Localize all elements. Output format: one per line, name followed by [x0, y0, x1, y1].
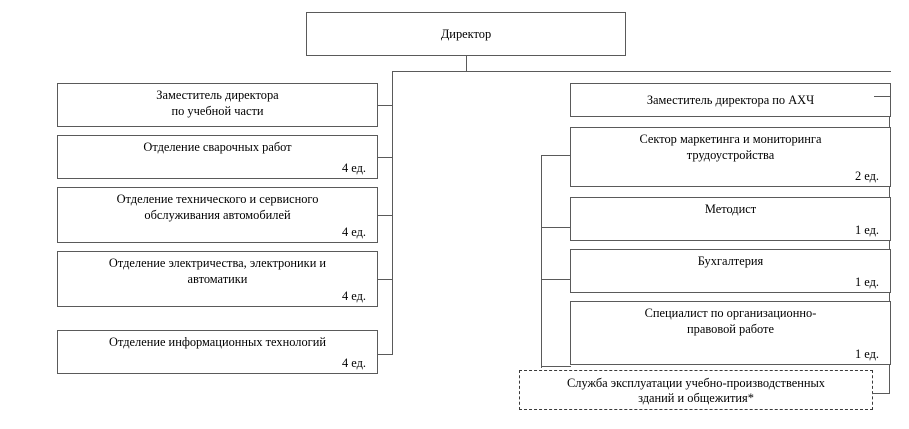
node-welding-department-label: Отделение сварочных работ — [143, 140, 292, 154]
node-deputy-ahch[interactable]: Заместитель директора по АХЧ — [570, 83, 891, 117]
node-legal-specialist-units: 1 ед. — [854, 346, 879, 361]
connector-left-bus — [392, 71, 394, 355]
node-accounting-label: Бухгалтерия — [697, 254, 764, 268]
node-deputy-ahch-label: Заместитель директора по АХЧ — [646, 93, 815, 108]
node-it-department[interactable]: Отделение информационных технологий 4 ед… — [57, 330, 378, 374]
node-marketing-sector-units: 2 ед. — [854, 168, 879, 183]
node-director-label: Директор — [440, 27, 492, 42]
node-methodologist[interactable]: Методист 1 ед. — [570, 197, 891, 241]
node-welding-department-units: 4 ед. — [341, 160, 366, 175]
node-facilities-service[interactable]: Служба эксплуатации учебно-производствен… — [519, 370, 873, 410]
connector-right-stub-1 — [541, 227, 571, 229]
connector-top-spreader — [392, 71, 891, 73]
node-it-department-label: Отделение информационных технологий — [109, 335, 326, 349]
node-accounting[interactable]: Бухгалтерия 1 ед. — [570, 249, 891, 293]
connector-left-stub-4 — [378, 354, 393, 356]
node-electric-department-units: 4 ед. — [341, 288, 366, 303]
connector-right-stub-head — [874, 96, 890, 98]
node-accounting-units: 1 ед. — [854, 274, 879, 289]
node-legal-specialist[interactable]: Специалист по организационно-правовой ра… — [570, 301, 891, 365]
connector-right-stub-dashed — [872, 393, 890, 395]
node-welding-department[interactable]: Отделение сварочных работ 4 ед. — [57, 135, 378, 179]
node-legal-specialist-label: Специалист по организационно-правовой ра… — [644, 306, 817, 336]
connector-left-stub-0 — [378, 105, 393, 107]
node-methodologist-units: 1 ед. — [854, 222, 879, 237]
connector-left-stub-2 — [378, 215, 393, 217]
connector-root-stem — [466, 56, 468, 72]
connector-left-stub-1 — [378, 157, 393, 159]
connector-left-stub-3 — [378, 279, 393, 281]
node-auto-service-department-units: 4 ед. — [341, 224, 366, 239]
connector-right-inner-bus — [541, 155, 543, 368]
connector-right-outer-bus — [889, 96, 891, 394]
node-facilities-service-label: Служба эксплуатации учебно-производствен… — [567, 375, 825, 406]
node-it-department-units: 4 ед. — [341, 355, 366, 370]
node-director[interactable]: Директор — [306, 12, 626, 56]
connector-right-stub-2 — [541, 279, 571, 281]
connector-right-stub-0 — [541, 155, 571, 157]
node-methodologist-label: Методист — [704, 202, 757, 216]
connector-right-stub-3 — [541, 366, 571, 368]
